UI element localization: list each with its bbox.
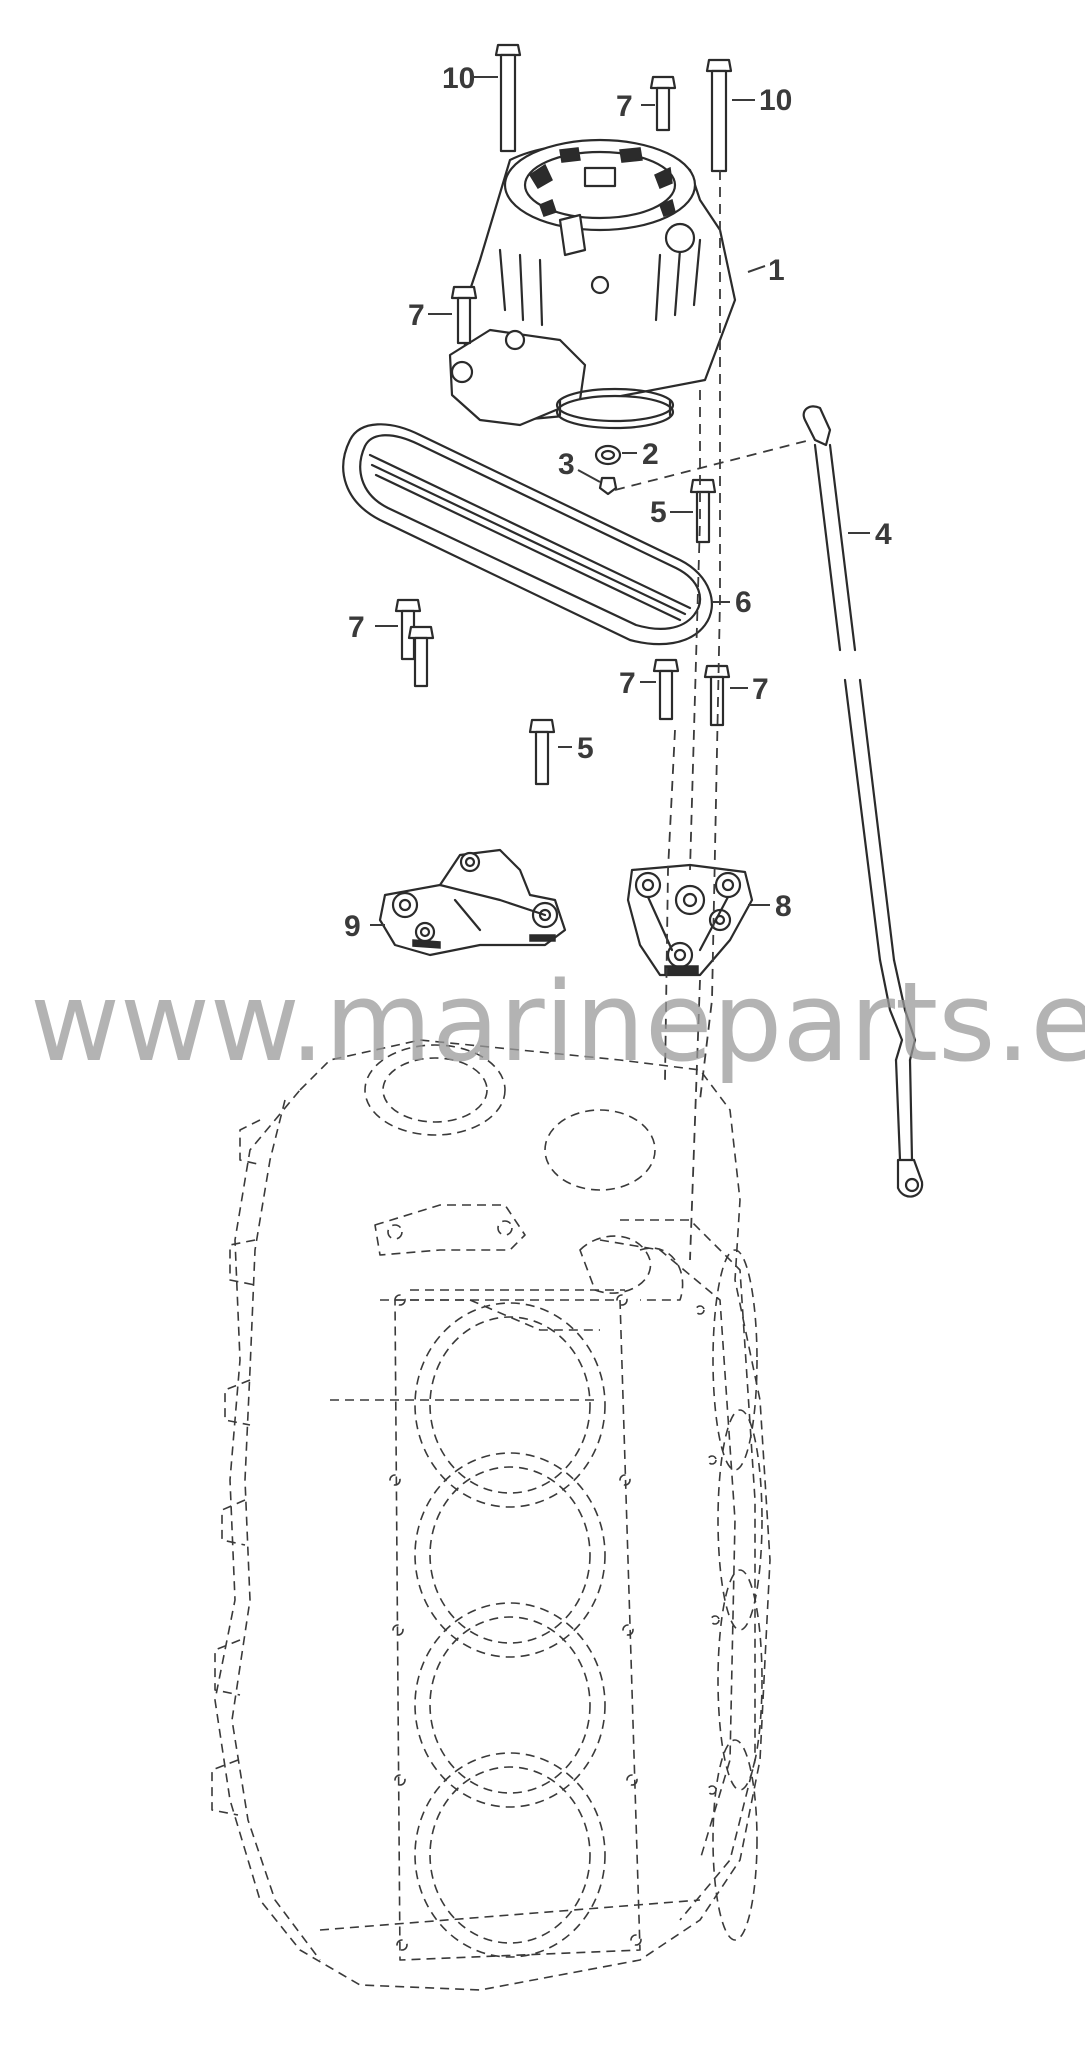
bolt-10-left — [494, 43, 522, 153]
callout-8: 8 — [775, 890, 792, 923]
terminal-washer — [598, 476, 618, 496]
bolt-7-alternator — [450, 285, 478, 345]
callout-labels: 10 7 10 1 7 2 3 4 5 6 7 7 7 5 8 9 — [344, 62, 892, 943]
bolt-10-right — [705, 58, 733, 173]
callout-6: 6 — [735, 586, 752, 619]
engine-block — [211, 1039, 771, 1991]
bolt-7-right — [703, 664, 731, 727]
drive-belt — [342, 423, 713, 646]
mounting-bracket-left — [378, 848, 567, 957]
bolt-5-upper — [689, 478, 717, 544]
alternator — [448, 138, 737, 430]
callout-3: 3 — [558, 448, 575, 481]
assembly-lines — [614, 170, 811, 1261]
callout-5-upper: 5 — [650, 496, 667, 529]
terminal-nut — [594, 444, 622, 466]
bolt-7-left-b — [407, 625, 435, 688]
callout-9: 9 — [344, 910, 361, 943]
callout-5-lower: 5 — [577, 732, 594, 765]
callout-1: 1 — [768, 254, 785, 287]
callout-10-right: 10 — [759, 84, 792, 117]
callout-7-center: 7 — [619, 667, 636, 700]
callout-7-top: 7 — [616, 90, 633, 123]
watermark: www.marineparts.eu — [30, 958, 1085, 1086]
callout-2: 2 — [642, 438, 659, 471]
callout-7-right: 7 — [752, 673, 769, 706]
bolt-7-center — [652, 658, 680, 721]
bolt-5-lower — [528, 718, 556, 786]
leader-lines — [370, 76, 870, 926]
callout-7-left: 7 — [348, 611, 365, 644]
alternator-cable — [802, 405, 924, 1198]
callout-10-left: 10 — [442, 62, 475, 95]
callout-7-alternator: 7 — [408, 299, 425, 332]
bolt-7-top — [649, 75, 677, 132]
callout-4: 4 — [875, 518, 892, 551]
